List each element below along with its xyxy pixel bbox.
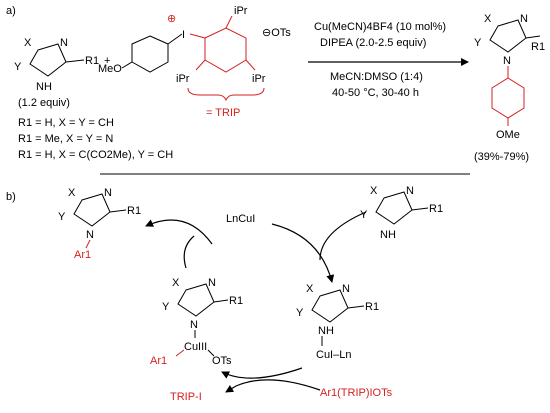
cu1-complex-r1: R1 (365, 301, 379, 313)
cu3-to-product-arc (183, 235, 195, 269)
cu3-n: N (208, 277, 216, 289)
trip-iodide-byproduct: TRIP-I (170, 391, 202, 403)
condition-temperature: 40-50 °C, 30-40 h (332, 87, 419, 99)
plus-sign: + (104, 55, 110, 67)
methoxy-group: MeO (98, 63, 122, 75)
cu1-complex-metal: CuI–Ln (316, 349, 351, 361)
cycle-product-aryl: Ar1 (74, 249, 91, 261)
cycle-azole-r1: R1 (429, 203, 443, 215)
yield-range: (39%-79%) (474, 151, 529, 163)
cycle-product-n1: N (86, 229, 94, 241)
trip-label: = TRIP (206, 107, 240, 119)
product-atom-y: Y (474, 37, 482, 49)
atom-nh: NH (36, 81, 52, 93)
oxidative-addition-arrow (221, 367, 303, 379)
cu3-aryl: Ar1 (150, 355, 167, 367)
cycle-azole-nh: NH (380, 229, 396, 241)
cu1-complex-nh: NH (318, 325, 334, 337)
product-methoxy: OMe (496, 129, 520, 141)
cu3-n1: N (190, 319, 198, 331)
tosylate-anion: ⊖OTs (262, 27, 291, 39)
condition-catalyst: Cu(MeCN)4BF4 (10 mol%) (314, 21, 446, 33)
cu3-metal: CuIII (184, 341, 207, 353)
cu1-complex-y: Y (296, 307, 304, 319)
atom-x: X (24, 37, 32, 49)
scope-entry-3: R1 = H, X = C(CO2Me), Y = CH (18, 149, 173, 161)
cycle-azole-y: Y (360, 209, 368, 221)
product-atom-x: X (484, 13, 492, 25)
condition-base: DIPEA (2.0-2.5 equiv) (320, 37, 426, 49)
cu1-complex-x: X (306, 283, 314, 295)
cycle-azole-x: X (370, 185, 378, 197)
product-r1: R1 (531, 41, 545, 53)
iodine-atom: I (182, 29, 185, 41)
atom-y: Y (14, 61, 22, 73)
ipr-right: iPr (252, 73, 266, 85)
cu3-r1: R1 (229, 295, 243, 307)
cycle-azole-n: N (406, 185, 414, 197)
ipr-left: iPr (176, 73, 190, 85)
cycle-product-y: Y (58, 211, 66, 223)
cycle-azole: X N Y NH R1 (360, 185, 443, 241)
scope-entry-1: R1 = H, X = Y = CH (18, 117, 114, 129)
scope-entry-2: R1 = Me, X = Y = N (18, 133, 113, 145)
ipr-top: iPr (234, 5, 248, 17)
cycle-product: X N Y N R1 Ar1 (58, 187, 141, 261)
iodonium-reagent: MeO ⊕ I iPr iPr iPr ⊖OTs = TRIP (98, 5, 291, 119)
product-atom-n1: N (503, 55, 511, 67)
atom-n: N (60, 37, 68, 49)
cycle-product-n: N (104, 187, 112, 199)
panel-a-label: a) (6, 5, 16, 17)
cu1-complex: X N Y NH R1 CuI–Ln (296, 283, 379, 361)
azole-equivalents: (1.2 equiv) (18, 97, 70, 109)
cu3-x: X (172, 277, 180, 289)
coordination-arrow (271, 223, 335, 283)
azole-entry-arc (319, 211, 367, 261)
panel-b-label: b) (6, 191, 16, 203)
product-atom-n: N (520, 13, 528, 25)
cu3-intermediate: X N Y N R1 CuIII Ar1 OTs (150, 277, 243, 367)
arylated-azole-product: X N Y N R1 OMe (474, 13, 545, 141)
cu3-y: Y (162, 301, 170, 313)
cu1-catalyst: LnCuI (226, 213, 255, 225)
cu1-complex-n: N (342, 283, 350, 295)
azole-starting-material: X N Y NH R1 (14, 37, 99, 93)
reductive-elimination-arrow (145, 219, 213, 245)
cu3-tosylate: OTs (212, 355, 232, 367)
substituent-r1: R1 (85, 55, 99, 67)
cycle-product-x: X (68, 187, 76, 199)
iodonium-charge: ⊕ (167, 13, 176, 25)
byproduct-arrow (225, 379, 321, 393)
cycle-product-r1: R1 (127, 205, 141, 217)
iodonium-reagent-in: Ar1(TRIP)IOTs (320, 387, 393, 399)
condition-solvent: MeCN:DMSO (1:4) (330, 71, 423, 83)
